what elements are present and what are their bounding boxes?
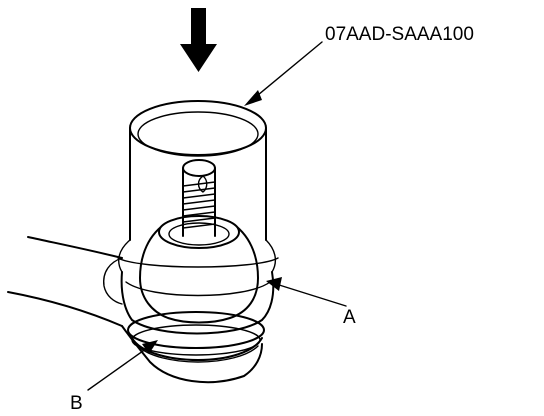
leader-part-b [87, 340, 158, 391]
installer-tool [117, 100, 279, 335]
leader-tool [244, 41, 323, 106]
part-a-label: A [343, 307, 356, 328]
threaded-stud [182, 159, 216, 237]
circlip-ring [131, 337, 263, 363]
leader-part-a [266, 277, 347, 307]
down-arrow-icon [180, 8, 217, 72]
tool-number-label: 07AAD-SAAA100 [325, 24, 474, 45]
knuckle-arm [7, 236, 263, 384]
ball-joint-boot [139, 215, 259, 324]
part-b-label: B [70, 393, 83, 414]
